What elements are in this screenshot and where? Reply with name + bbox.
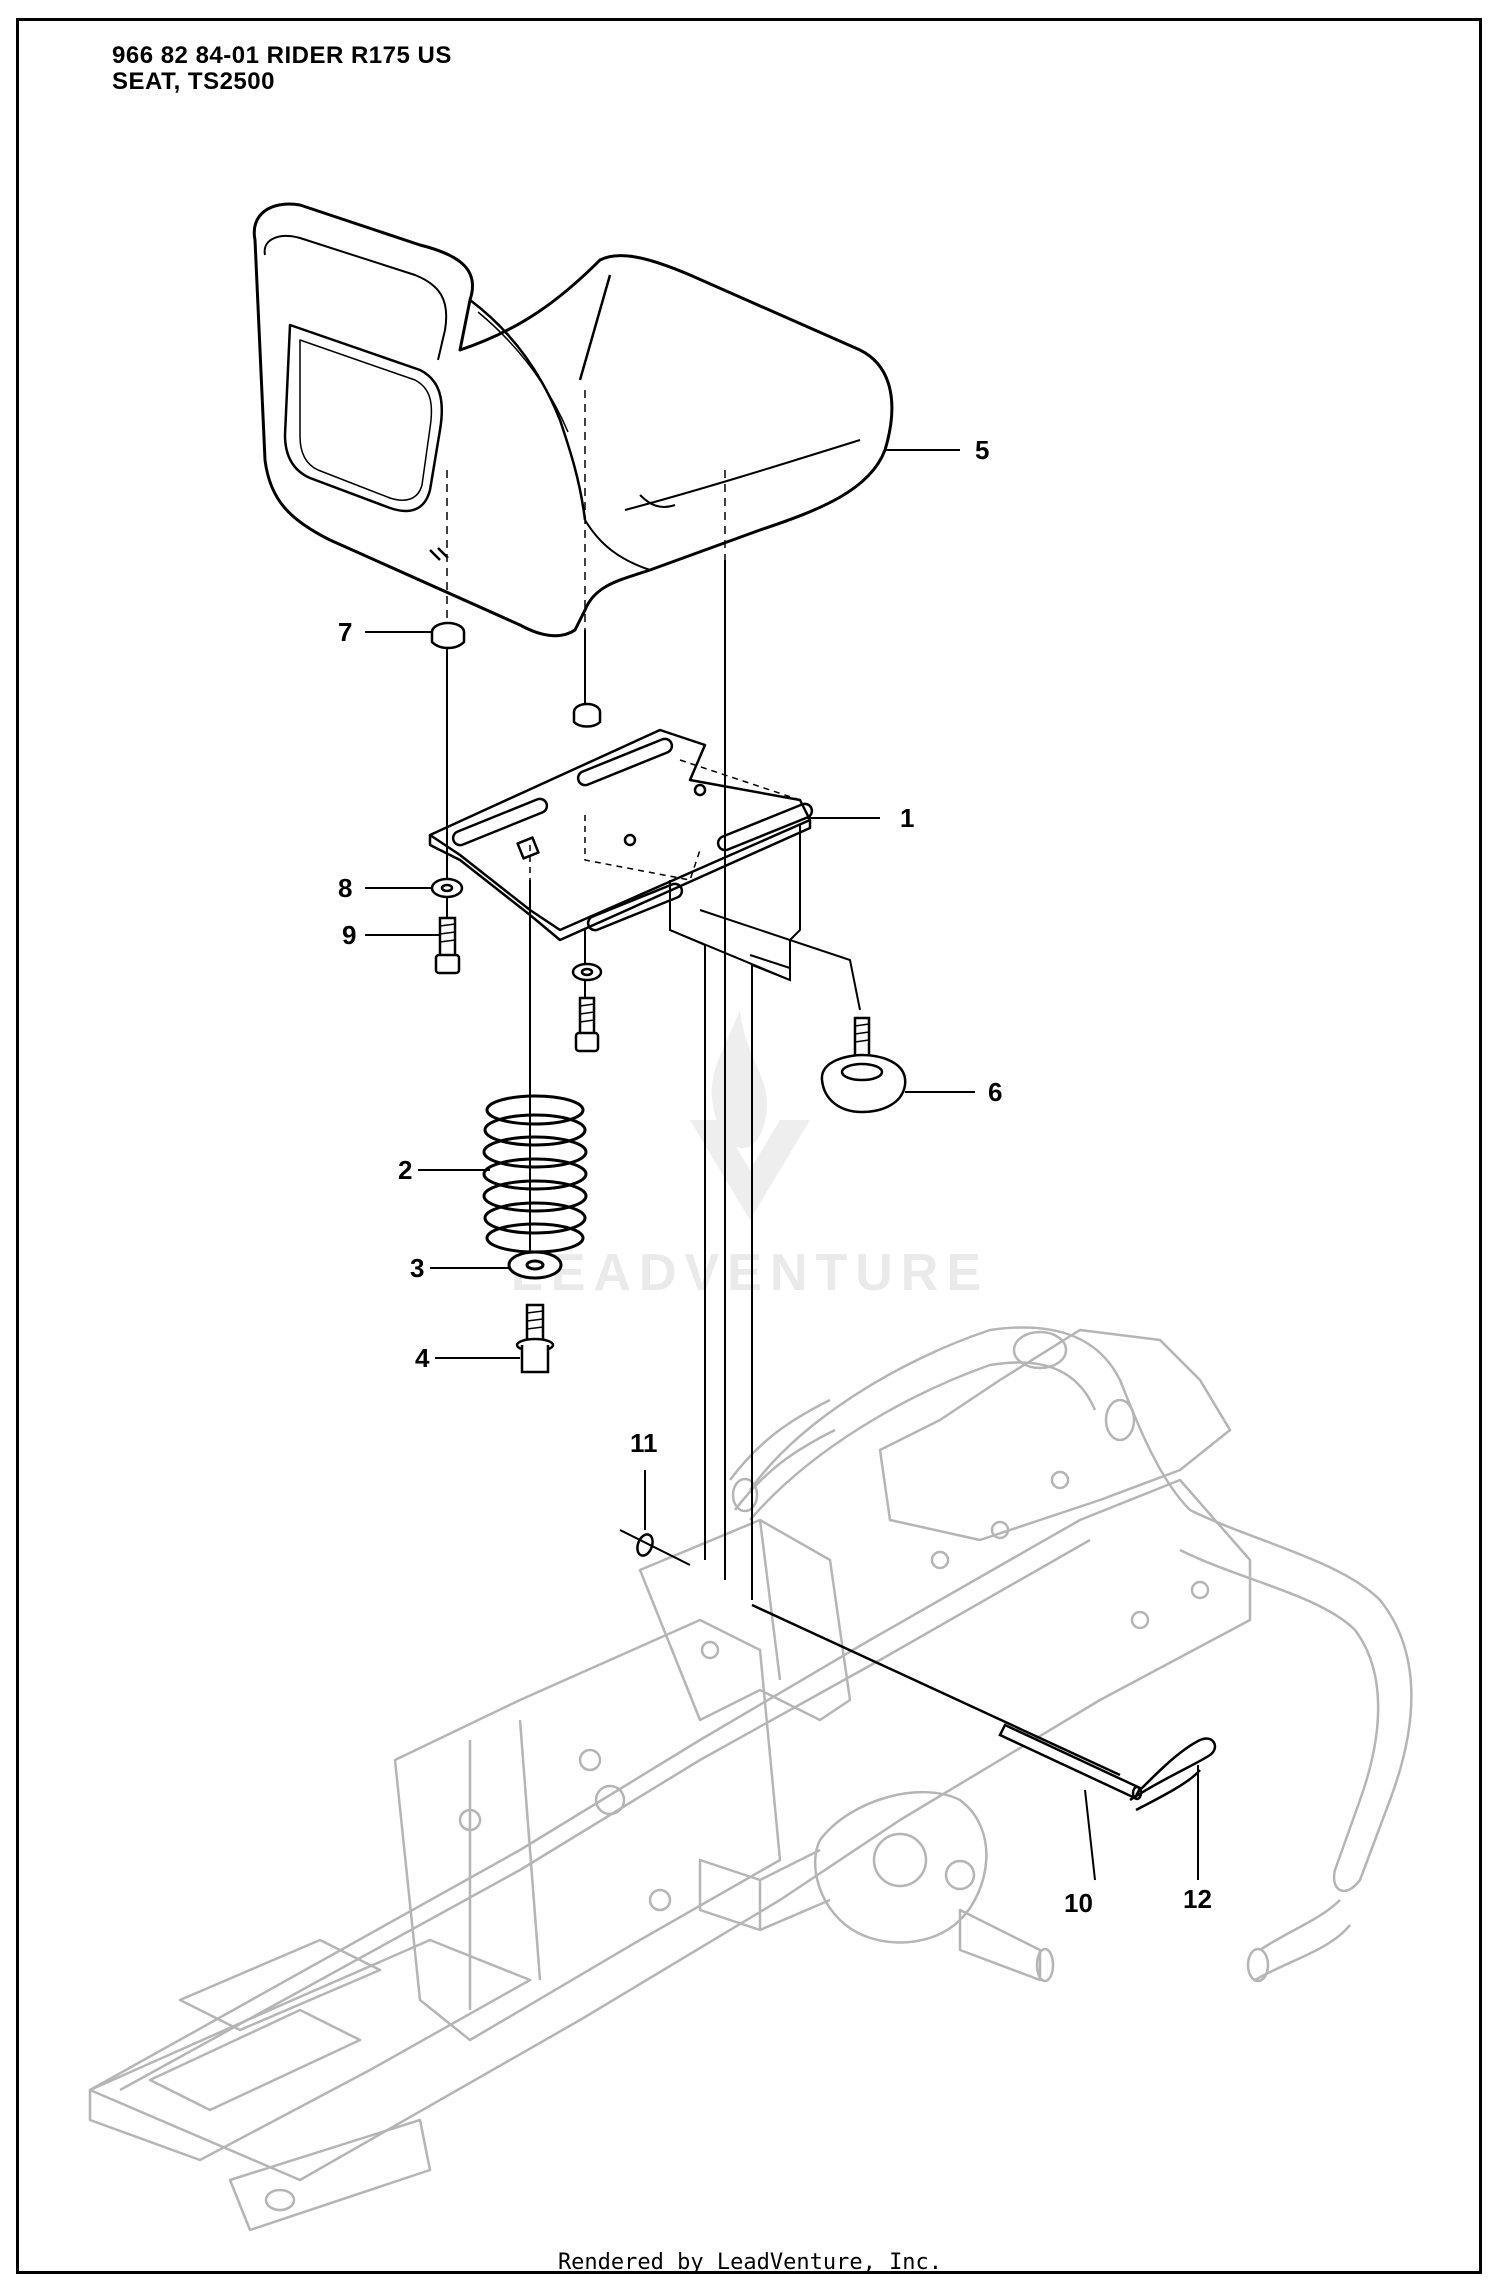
callout-leaders	[365, 449, 1199, 1881]
part-nut-center	[572, 702, 602, 728]
assembly-lines	[446, 560, 861, 1600]
callout-8: 8	[338, 873, 352, 903]
part-8-washer	[430, 877, 464, 899]
part-bolt-center	[574, 996, 600, 1053]
callout-1: 1	[900, 803, 914, 833]
callout-12: 12	[1183, 1884, 1212, 1914]
part-10-pin	[751, 1603, 1143, 1801]
footer-credit: Rendered by LeadVenture, Inc.	[557, 2250, 943, 2275]
callout-3: 3	[410, 1253, 424, 1283]
part-7-nut	[430, 621, 466, 650]
diagram-subtitle: SEAT, TS2500	[112, 68, 275, 95]
part-9-bolt	[434, 916, 461, 975]
callout-10: 10	[1064, 1888, 1093, 1918]
diagram-title: 966 82 84-01 RIDER R175 US	[112, 42, 452, 69]
callout-2: 2	[398, 1155, 412, 1185]
seat	[252, 202, 894, 638]
rider-frame	[88, 1326, 1413, 2232]
callout-4: 4	[415, 1343, 430, 1373]
part-2-spring	[482, 1094, 588, 1254]
callout-9: 9	[342, 920, 356, 950]
watermark-text: LEADVENTURE	[511, 1244, 989, 1302]
part-3-washer	[507, 1250, 563, 1280]
callout-11: 11	[630, 1428, 658, 1458]
part-washer-center	[571, 962, 603, 982]
callout-5: 5	[975, 435, 989, 465]
part-6-knob	[820, 1016, 907, 1114]
part-12-hitch-clip	[1129, 1737, 1217, 1812]
part-4-bolt	[515, 1303, 555, 1374]
part-11-clip	[619, 1529, 691, 1566]
seat-pan	[428, 728, 814, 942]
callout-7: 7	[338, 617, 352, 647]
callout-6: 6	[988, 1077, 1002, 1107]
